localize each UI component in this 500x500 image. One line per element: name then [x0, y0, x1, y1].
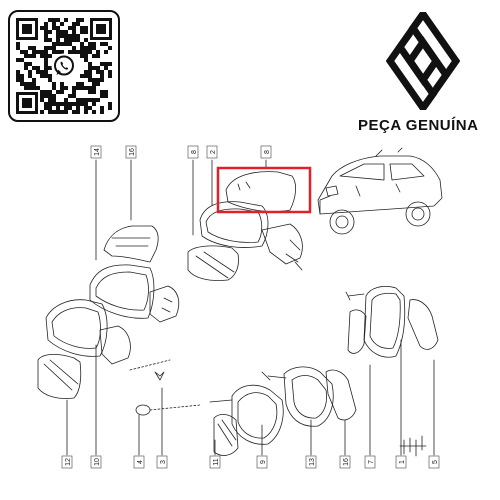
- brand-text: PEÇA GENUÍNA: [358, 117, 479, 134]
- renault-diamond-icon: [386, 12, 460, 110]
- callout-14: 14: [94, 148, 101, 156]
- callout-5: 5: [432, 460, 439, 464]
- qr-pattern: [16, 18, 112, 114]
- callout-9: 9: [260, 460, 267, 464]
- callout-2: 2: [210, 150, 217, 154]
- callout-16-bottom: 16: [343, 458, 350, 466]
- callout-16-top: 16: [129, 148, 136, 156]
- callout-4: 4: [137, 460, 144, 464]
- callout-13: 13: [309, 458, 316, 466]
- whatsapp-icon: [51, 53, 77, 79]
- callout-3: 3: [160, 460, 167, 464]
- callout-8-cover: 8: [264, 150, 271, 154]
- callout-12: 12: [65, 458, 72, 466]
- callout-8-glass: 8: [191, 150, 198, 154]
- callout-10: 10: [94, 458, 101, 466]
- callout-7: 7: [368, 460, 375, 464]
- callout-11: 11: [213, 458, 220, 465]
- qr-code[interactable]: [8, 10, 120, 122]
- highlight-box: [216, 166, 312, 214]
- callout-1: 1: [399, 460, 406, 464]
